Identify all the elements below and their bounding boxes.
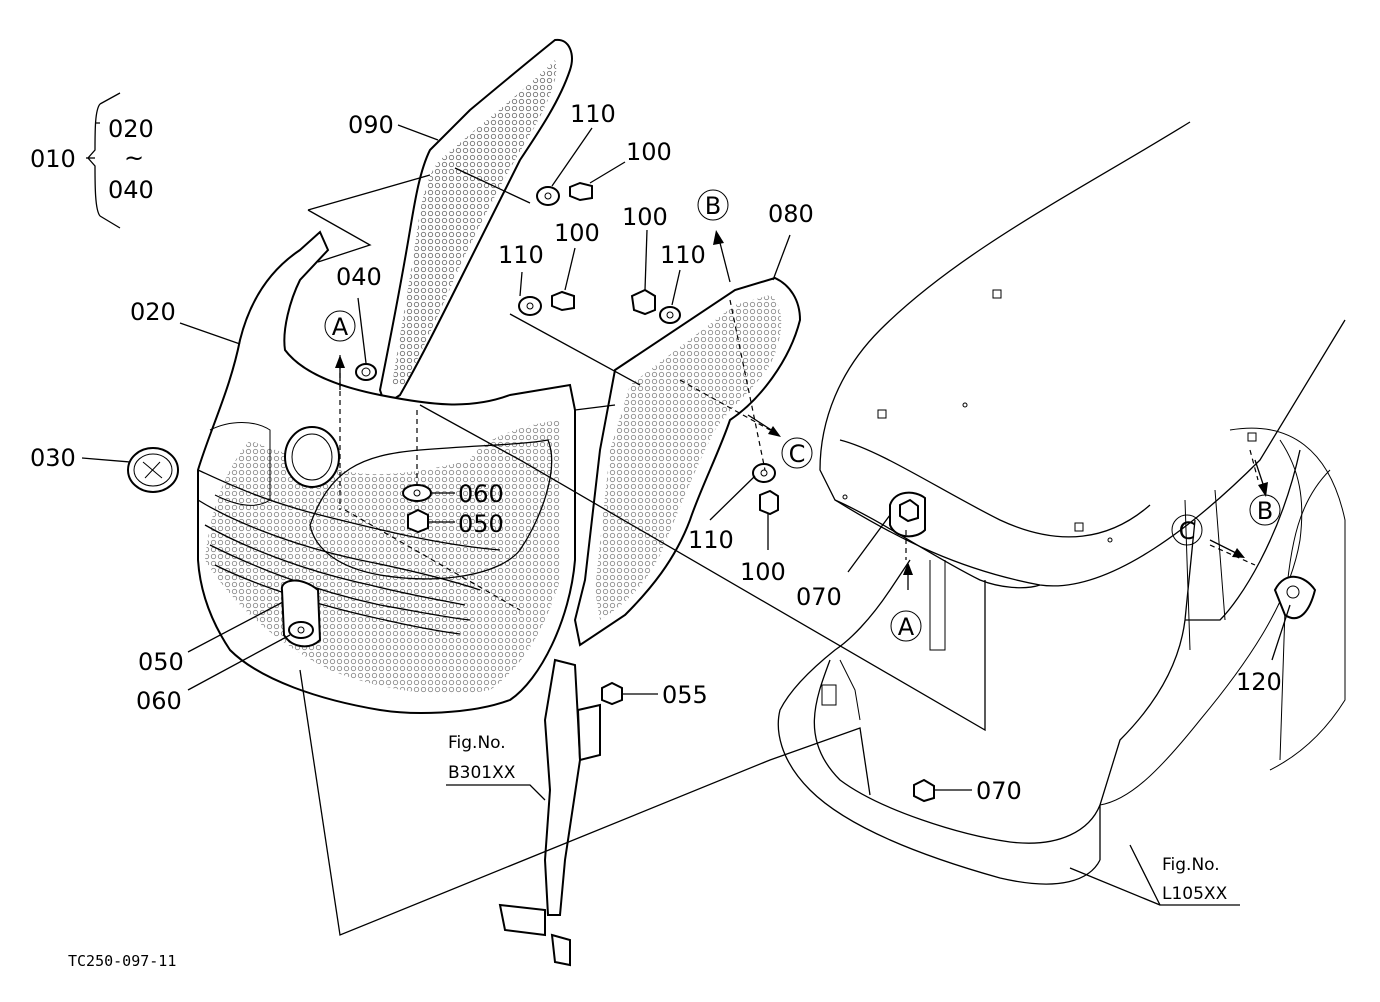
callout-040: 040 xyxy=(336,263,382,291)
leader-lines xyxy=(81,92,1291,936)
marker-a-circle xyxy=(890,610,922,642)
marker-c: C xyxy=(789,440,806,468)
marker-b-circle xyxy=(697,189,729,221)
figure-code: TC250-097-11 xyxy=(68,952,176,970)
callout-100: 100 xyxy=(626,138,672,166)
marker-b-circle xyxy=(1249,494,1281,526)
upper-panel-090 xyxy=(378,38,573,407)
callout-055: 055 xyxy=(662,681,708,709)
marker-b: B xyxy=(705,192,721,220)
marker-c: C xyxy=(1179,517,1196,545)
marker-a: A xyxy=(898,613,915,641)
callout-080: 080 xyxy=(768,200,814,228)
callout-070: 070 xyxy=(796,583,842,611)
ref-b301-title: Fig.No. xyxy=(448,733,506,753)
callout-110: 110 xyxy=(498,241,544,269)
marker-c-circle xyxy=(1171,514,1203,546)
callout-100: 100 xyxy=(622,203,668,231)
marker-a: A xyxy=(332,313,349,341)
callout-110: 110 xyxy=(660,241,706,269)
callout-assembly-010: 010 xyxy=(30,145,76,173)
callout-assembly-020: 020 xyxy=(108,115,154,143)
callout-110: 110 xyxy=(570,100,616,128)
callout-050: 050 xyxy=(458,510,504,538)
figure-references: Fig.No. B301XX Fig.No. L105XX xyxy=(448,733,1228,904)
callout-060: 060 xyxy=(136,687,182,715)
marker-c-circle xyxy=(781,437,813,469)
emblem-030 xyxy=(127,447,179,493)
side-panel-080 xyxy=(573,276,802,647)
callout-100: 100 xyxy=(740,558,786,586)
reference-markers: A A B B C C xyxy=(324,189,1281,642)
marker-b: B xyxy=(1257,497,1273,525)
front-frame xyxy=(777,439,1303,885)
callout-060: 060 xyxy=(458,480,504,508)
part-callouts: 010 020 ~ 040 020 030 040 060 050 050 06… xyxy=(30,100,1282,805)
fasteners xyxy=(280,181,1317,803)
marker-a-circle xyxy=(324,310,356,342)
callout-050: 050 xyxy=(138,648,184,676)
engine-hood xyxy=(819,121,1346,771)
support-bracket xyxy=(498,658,601,967)
assembly-range-mark: ~ xyxy=(124,144,144,172)
callout-100: 100 xyxy=(554,219,600,247)
callout-110: 110 xyxy=(688,526,734,554)
callout-120: 120 xyxy=(1236,668,1282,696)
callout-030: 030 xyxy=(30,444,76,472)
callout-020: 020 xyxy=(130,298,176,326)
ref-l105-code: L105XX xyxy=(1162,884,1228,904)
ref-b301-code: B301XX xyxy=(448,763,516,783)
callout-090: 090 xyxy=(348,111,394,139)
ref-l105-title: Fig.No. xyxy=(1162,855,1220,875)
callout-070: 070 xyxy=(976,777,1022,805)
callout-assembly-040: 040 xyxy=(108,176,154,204)
